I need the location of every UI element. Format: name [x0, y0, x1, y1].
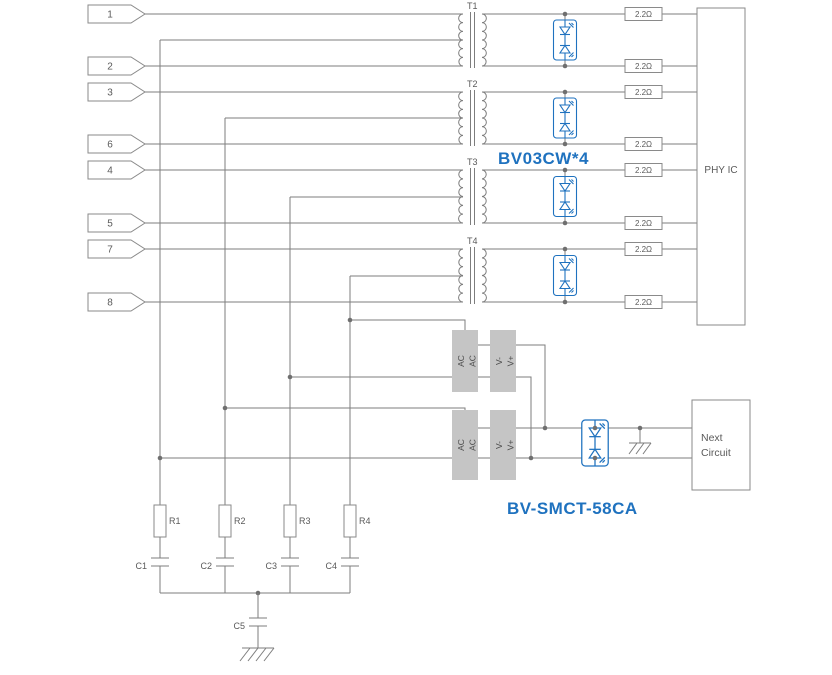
series-resistor-3: 2.2Ω [624, 85, 663, 99]
pin-7: 7 [87, 239, 146, 259]
series-resistor-1-value: 2.2Ω [635, 10, 652, 19]
pin-6: 6 [87, 134, 146, 154]
tvs-array-3 [552, 167, 578, 226]
next-circuit-label-line2: Circuit [701, 447, 731, 459]
resistor-r4-label: R4 [359, 516, 371, 526]
capacitor-c4-label: C4 [325, 561, 337, 571]
pin-2-label: 2 [107, 62, 113, 73]
transformer-t3-label: T3 [467, 157, 478, 167]
transformer-t4-label: T4 [467, 236, 478, 246]
resistor-r2-label: R2 [234, 516, 246, 526]
capacitor-c5-label: C5 [233, 621, 245, 631]
rj45-pins: 1 2 3 6 4 5 7 8 [87, 4, 146, 312]
series-resistor-8-value: 2.2Ω [635, 298, 652, 307]
capacitor-c2: C2 [200, 557, 234, 593]
resistor-r3-label: R3 [299, 516, 311, 526]
transformer-t3: T3 [458, 157, 487, 225]
phy-ic-label: PHY IC [704, 165, 737, 176]
series-resistor-2-value: 2.2Ω [635, 62, 652, 71]
pin-5: 5 [87, 213, 146, 233]
resistor-r2: R2 [218, 504, 246, 558]
capacitor-c3: C3 [265, 557, 299, 593]
series-resistor-5-value: 2.2Ω [635, 166, 652, 175]
transformer-t4: T4 [458, 236, 487, 304]
bridge2-ac1-label: AC [456, 439, 466, 451]
transformer-t2-label: T2 [467, 79, 478, 89]
bridge1-vminus-label: V- [494, 357, 504, 365]
series-resistor-7: 2.2Ω [624, 242, 663, 256]
center-tap-wires [159, 39, 463, 505]
pin-6-label: 6 [107, 140, 113, 151]
resistor-r1: R1 [153, 504, 181, 558]
tvs-array-2 [552, 89, 578, 147]
bridge-rectifier-2: AC AC V- V+ [452, 410, 516, 480]
poe-tvs-part-label: BV-SMCT-58CA [507, 499, 638, 518]
transformer-t2: T2 [458, 79, 487, 146]
bridge2-vminus-label: V- [494, 441, 504, 449]
pin-1-label: 1 [107, 10, 113, 21]
series-resistor-2: 2.2Ω [624, 59, 663, 73]
capacitor-c1-label: C1 [135, 561, 147, 571]
transformer-t1: T1 [458, 1, 487, 68]
line-side-wires [145, 13, 463, 303]
series-resistor-1: 2.2Ω [624, 7, 663, 21]
pin-2: 2 [87, 56, 146, 76]
capacitor-c2-label: C2 [200, 561, 212, 571]
transformer-t1-label: T1 [467, 1, 478, 11]
pin-5-label: 5 [107, 219, 113, 230]
termination-capacitors: C1 C2 C3 C4 [135, 557, 359, 593]
series-resistor-7-value: 2.2Ω [635, 245, 652, 254]
pin-8: 8 [87, 292, 146, 312]
pin-1: 1 [87, 4, 146, 24]
bridge-feed-wires [157, 317, 466, 461]
tvs-array-1 [552, 11, 578, 69]
series-resistors: 2.2Ω 2.2Ω 2.2Ω 2.2Ω 2.2Ω 2.2Ω 2.2Ω 2.2Ω [624, 7, 663, 309]
phy-side-wires [482, 13, 697, 303]
series-resistor-6-value: 2.2Ω [635, 219, 652, 228]
phy-ic-block: PHY IC [696, 7, 746, 326]
pin-4: 4 [87, 160, 146, 180]
bridge2-vplus-label: V+ [506, 440, 516, 451]
capacitor-c3-label: C3 [265, 561, 277, 571]
resistor-r3: R3 [283, 504, 311, 558]
series-resistor-8: 2.2Ω [624, 295, 663, 309]
resistor-r1-label: R1 [169, 516, 181, 526]
series-resistor-6: 2.2Ω [624, 216, 663, 230]
earth-ground-symbol [239, 647, 275, 662]
tvs-array-part-label: BV03CW*4 [498, 149, 589, 168]
bridge1-ac2-label: AC [468, 355, 478, 367]
series-resistor-4-value: 2.2Ω [635, 140, 652, 149]
pin-3-label: 3 [107, 88, 113, 99]
bridge-rectifier-1: AC AC V- V+ [452, 330, 516, 392]
capacitor-c4: C4 [325, 557, 359, 593]
capacitor-c1: C1 [135, 557, 169, 593]
pin-8-label: 8 [107, 298, 113, 309]
next-circuit-label-line1: Next [701, 432, 723, 444]
termination-resistors: R1 R2 R3 R4 [153, 504, 371, 558]
capacitor-c5: C5 [233, 617, 267, 631]
pin-3: 3 [87, 82, 146, 102]
series-resistor-4: 2.2Ω [624, 137, 663, 151]
pin-7-label: 7 [107, 245, 113, 256]
pin-4-label: 4 [107, 166, 113, 177]
bridge2-ac2-label: AC [468, 439, 478, 451]
tvs-array-4 [552, 246, 578, 305]
next-circuit-block: Next Circuit [691, 399, 751, 491]
tvs-ground-symbol [628, 425, 652, 455]
termination-common: C5 [160, 590, 350, 662]
bridge1-ac1-label: AC [456, 355, 466, 367]
resistor-r4: R4 [343, 504, 371, 558]
series-resistor-3-value: 2.2Ω [635, 88, 652, 97]
series-resistor-5: 2.2Ω [624, 163, 663, 177]
poe-tvs [581, 419, 609, 467]
bridge1-vplus-label: V+ [506, 356, 516, 367]
